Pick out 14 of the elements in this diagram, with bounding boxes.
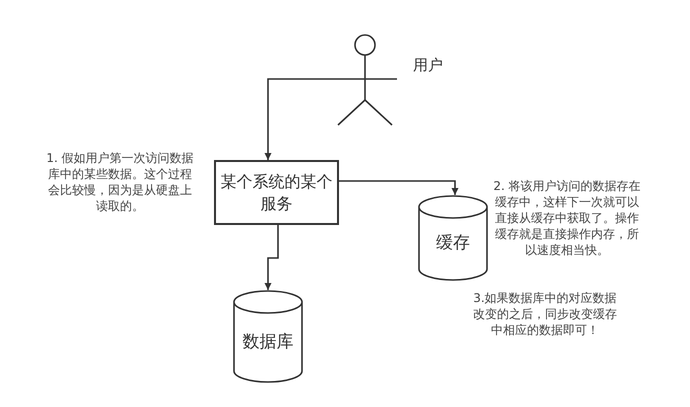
cylinder-label: 数据库: [242, 330, 294, 352]
note-text: 1. 假如用户第一次访问数据库中的某些数据。这个过程会比较慢，因为是从硬盘上读取的。: [45, 150, 195, 214]
process-label: 某个系统的某个服务: [220, 170, 334, 214]
arrow: [339, 180, 458, 195]
note-text: 2. 将该用户访问的数据存在缓存中，这样下一次就可以直接从缓存中获取了。操作缓存就是直接操作内存，所以速度相当快。: [492, 178, 642, 258]
actor-label: 用户: [413, 56, 443, 75]
cylinder-shape: [233, 290, 303, 383]
cylinder-label: 缓存: [435, 232, 471, 254]
cylinder-shape: [418, 195, 488, 281]
process-box: [214, 160, 339, 225]
arrow: [264, 78, 333, 160]
person-icon: [333, 33, 397, 126]
note-text: 3.如果数据库中的对应数据改变的之后，同步改变缓存中相应的数据即可！: [472, 290, 618, 338]
arrow: [264, 225, 279, 290]
